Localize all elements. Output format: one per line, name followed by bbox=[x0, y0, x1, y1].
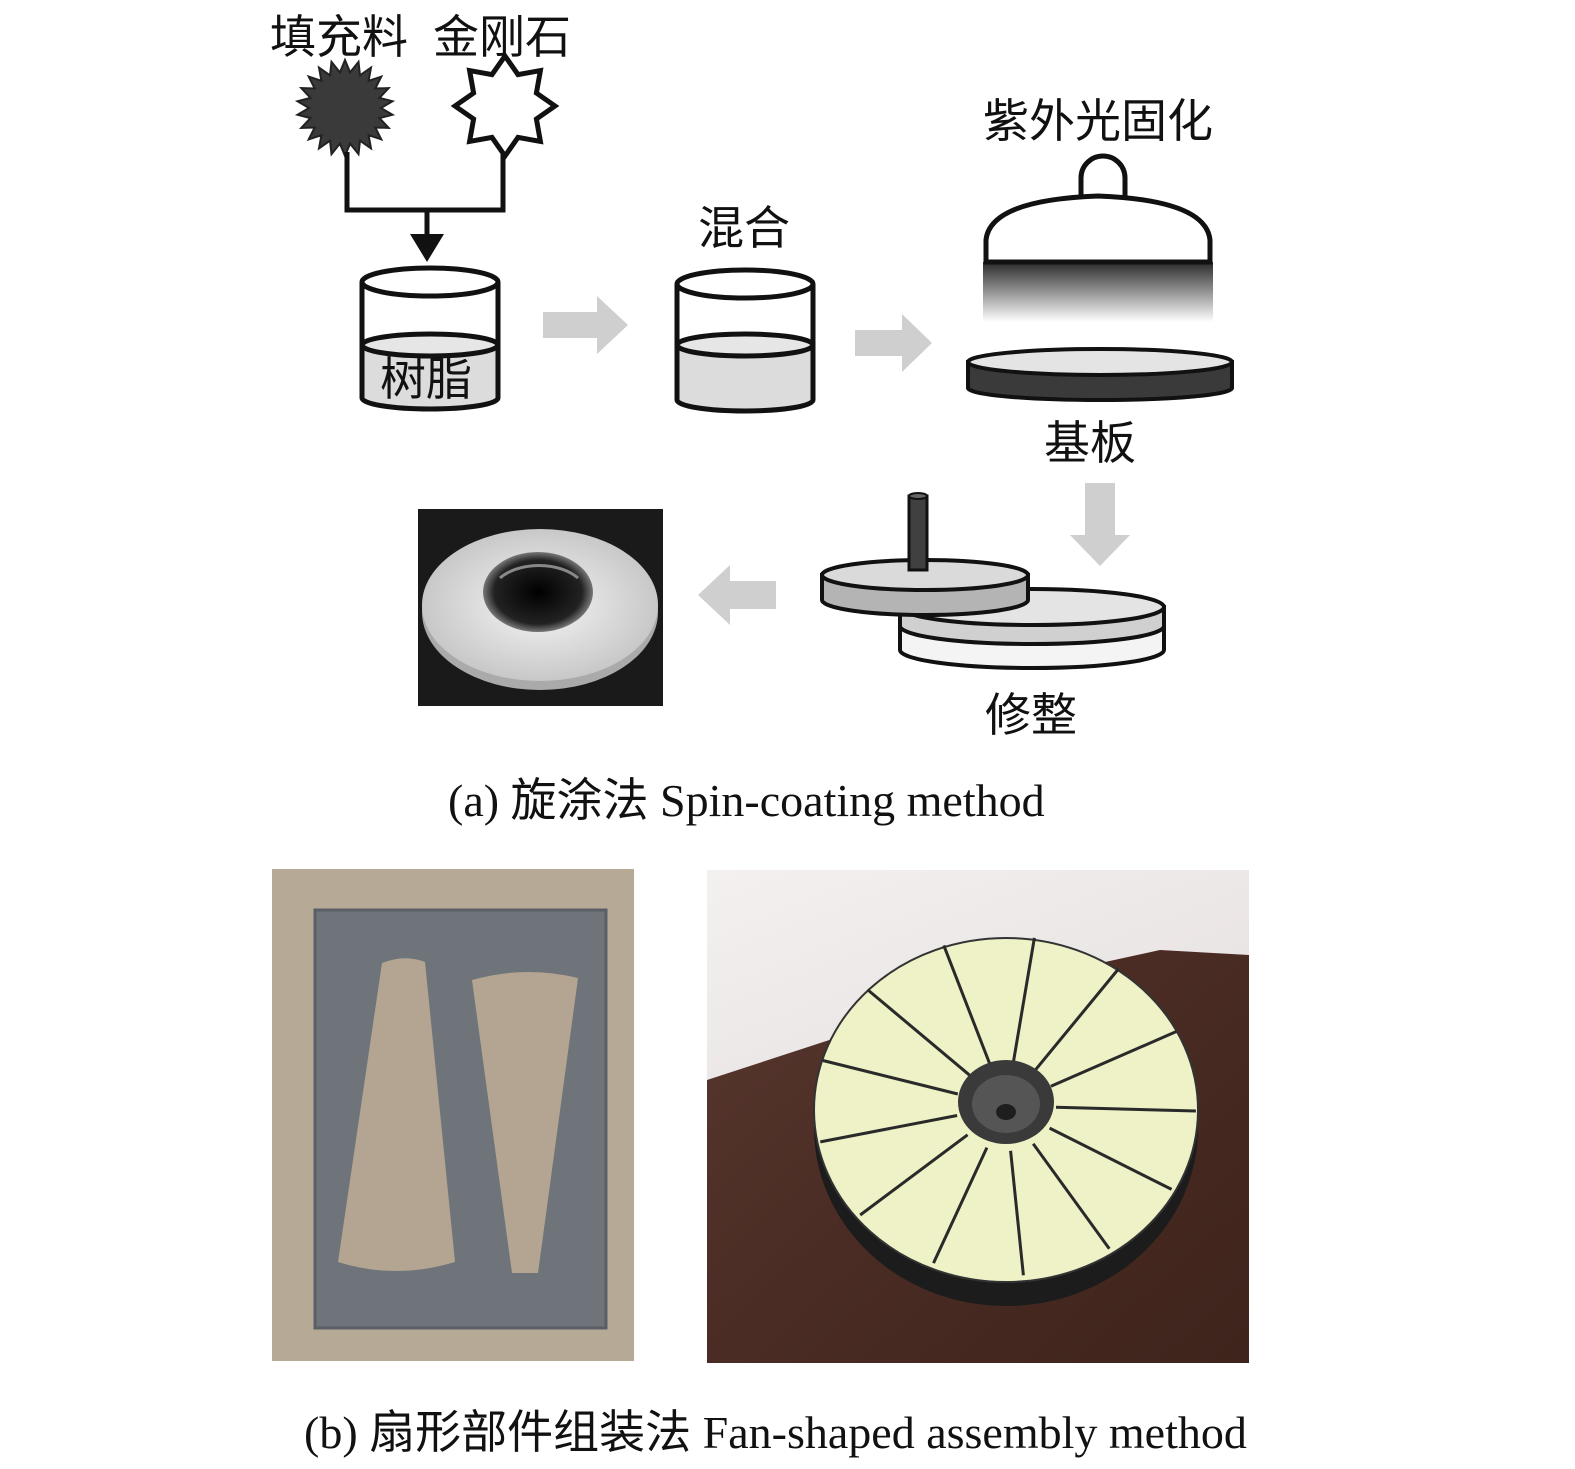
segment-seam-line bbox=[932, 1146, 989, 1264]
substrate-disc-icon bbox=[966, 347, 1234, 402]
mixing-beaker bbox=[674, 267, 816, 414]
segment-seam-line bbox=[942, 944, 991, 1065]
segment-seam-line bbox=[1012, 937, 1036, 1062]
resin-label: 树脂 bbox=[380, 352, 472, 406]
diamond-label: 金刚石 bbox=[433, 10, 571, 64]
filler-label: 填充料 bbox=[270, 10, 408, 64]
segment-seam-line bbox=[820, 1114, 958, 1144]
segment-seam-line bbox=[859, 1133, 969, 1217]
spin-coated-wheel-photo bbox=[418, 509, 663, 706]
down-arrow-icon bbox=[410, 234, 444, 262]
segment-seam-line bbox=[1031, 1142, 1111, 1250]
panel-b-caption: (b) 扇形部件组装法 Fan-shaped assembly method bbox=[304, 1407, 1247, 1458]
process-arrow-icon bbox=[1070, 483, 1130, 566]
segment-seam-line bbox=[1055, 1105, 1196, 1113]
materials-connector bbox=[344, 152, 506, 236]
substrate-label: 基板 bbox=[1044, 416, 1136, 470]
diamond-icon bbox=[450, 51, 560, 161]
panel-a-caption: (a) 旋涂法 Spin-coating method bbox=[448, 775, 1045, 826]
segment-seam-line bbox=[866, 988, 971, 1077]
trimming-apparatus-icon bbox=[820, 492, 1166, 670]
assembled-wheel-photo bbox=[707, 870, 1249, 1363]
segment-seam-line bbox=[1048, 1126, 1173, 1191]
segment-seam-line bbox=[1034, 968, 1120, 1071]
trimming-label: 修整 bbox=[985, 688, 1077, 742]
mixing-label: 混合 bbox=[698, 201, 790, 255]
process-arrow-icon bbox=[698, 565, 776, 625]
process-arrow-icon bbox=[543, 296, 628, 354]
segment-seam-line bbox=[822, 1059, 959, 1096]
process-arrow-icon bbox=[855, 314, 932, 372]
fan-segment-stencil-photo bbox=[272, 869, 634, 1361]
filler-icon bbox=[294, 57, 396, 159]
segment-seam-line bbox=[1009, 1150, 1025, 1276]
uv-curing-label: 紫外光固化 bbox=[983, 94, 1213, 148]
resin-beaker bbox=[359, 265, 501, 412]
uv-lamp-icon bbox=[983, 153, 1213, 322]
segment-seam-line bbox=[1050, 1030, 1178, 1088]
